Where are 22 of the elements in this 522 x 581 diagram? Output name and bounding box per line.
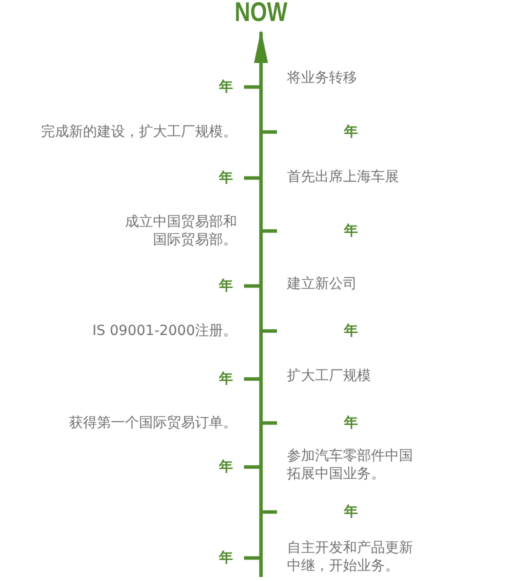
year-label: 年 [219,458,233,476]
year-label: 年 [219,277,233,295]
year-label: 年 [344,322,358,340]
year-label: 年 [344,123,358,141]
year-label: 年 [219,169,233,187]
event-text: 完成新的建设，扩大工厂规模。 [41,123,237,141]
year-label: 年 [344,414,358,432]
axis-end-label: NOW [234,0,288,25]
event-text: 获得第一个国际贸易订单。 [69,414,237,432]
event-text: 扩大工厂规模 [287,367,371,385]
year-label: 年 [344,503,358,521]
event-text: IS 09001-2000注册。 [92,322,237,340]
year-label: 年 [219,549,233,567]
event-text: 将业务转移 [287,69,357,87]
year-label: 年 [344,222,358,240]
event-text: 参加汽车零部件中国拓展中国业务。 [287,447,414,483]
year-label: 年 [219,78,233,96]
event-text: 成立中国贸易部和国际贸易部。 [124,213,237,249]
event-text: 自主开发和产品更新中继，开始业务。 [287,539,414,575]
event-text: 建立新公司 [287,275,357,293]
event-text: 首先出席上海车展 [287,168,399,186]
year-label: 年 [219,370,233,388]
